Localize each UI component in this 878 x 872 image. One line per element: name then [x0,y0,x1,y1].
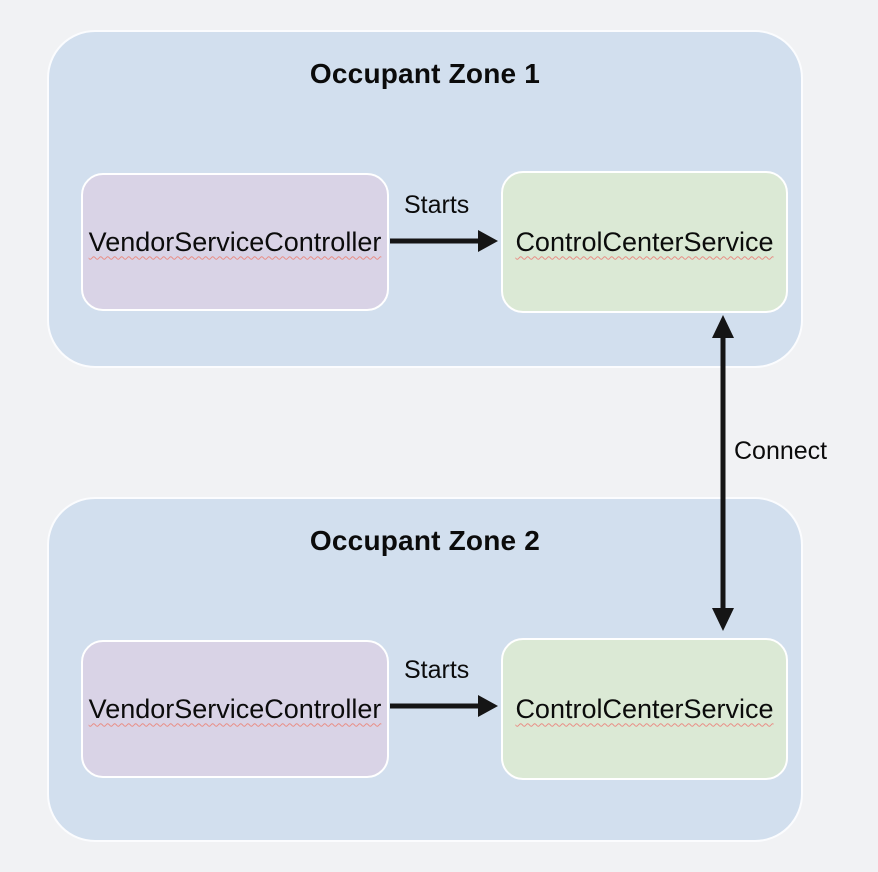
zone-title: Occupant Zone 1 [309,58,541,89]
occupant-zone-1: Occupant Zone 1 VendorServiceController … [47,30,803,368]
starts-label-zone1: Starts [404,191,470,219]
starts-label-zone2: Starts [404,656,470,684]
occupant-zone-2: Occupant Zone 2 VendorServiceController … [47,497,803,842]
vendor-service-box-zone2: VendorServiceController [81,640,389,778]
vendor-service-box-zone1: VendorServiceController [81,173,389,311]
vendor-service-label: VendorServiceController [88,226,382,257]
control-center-label: ControlCenterService [515,693,774,724]
vendor-service-label: VendorServiceController [88,693,382,724]
connect-label: Connect [734,437,828,465]
control-center-label: ControlCenterService [515,226,774,257]
control-center-box-zone1: ControlCenterService [501,171,788,313]
control-center-box-zone2: ControlCenterService [501,638,788,780]
zone-title: Occupant Zone 2 [309,525,541,556]
